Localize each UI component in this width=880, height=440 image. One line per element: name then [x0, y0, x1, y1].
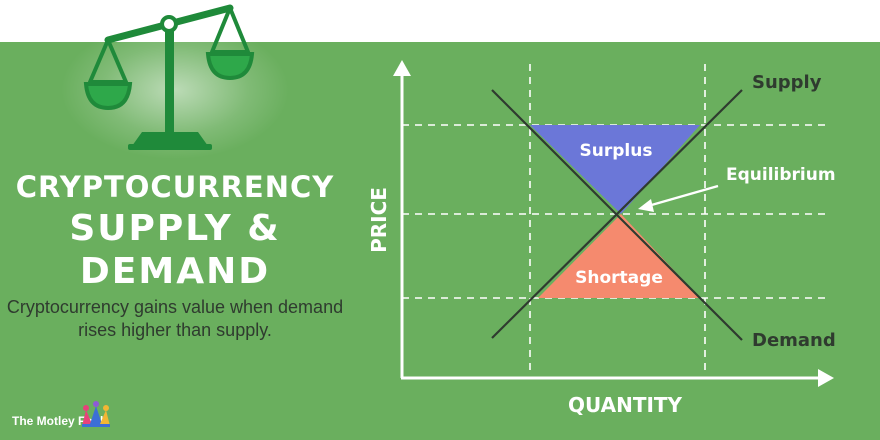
- y-axis-arrow: [393, 60, 411, 76]
- equilibrium-label: Equilibrium: [726, 165, 836, 185]
- surplus-label: Surplus: [580, 141, 653, 161]
- balance-scale-icon: [83, 4, 255, 150]
- shortage-region: [538, 214, 700, 298]
- title-line-1: CRYPTOCURRENCY: [15, 170, 335, 204]
- supply-label: Supply: [752, 72, 822, 93]
- supply-demand-diagram: PRICE QUANTITY Supply Demand Surplus Sho…: [367, 60, 836, 417]
- surplus-region: [530, 125, 700, 214]
- subtitle: Cryptocurrency gains value when demand r…: [6, 297, 344, 340]
- title-line-3: DEMAND: [79, 251, 271, 292]
- equilibrium-arrow: [647, 184, 719, 208]
- equilibrium-arrowhead: [638, 199, 654, 212]
- demand-line: [491, 89, 743, 341]
- x-axis-label: QUANTITY: [568, 393, 683, 417]
- shortage-label: Shortage: [575, 268, 663, 288]
- brand-logo-text: The Motley Fool: [12, 414, 104, 428]
- title-line-2: SUPPLY &: [69, 208, 281, 249]
- y-axis-label: PRICE: [367, 187, 391, 253]
- demand-label: Demand: [752, 330, 836, 351]
- x-axis-arrow: [818, 369, 834, 387]
- jester-hat-icon: [82, 401, 110, 427]
